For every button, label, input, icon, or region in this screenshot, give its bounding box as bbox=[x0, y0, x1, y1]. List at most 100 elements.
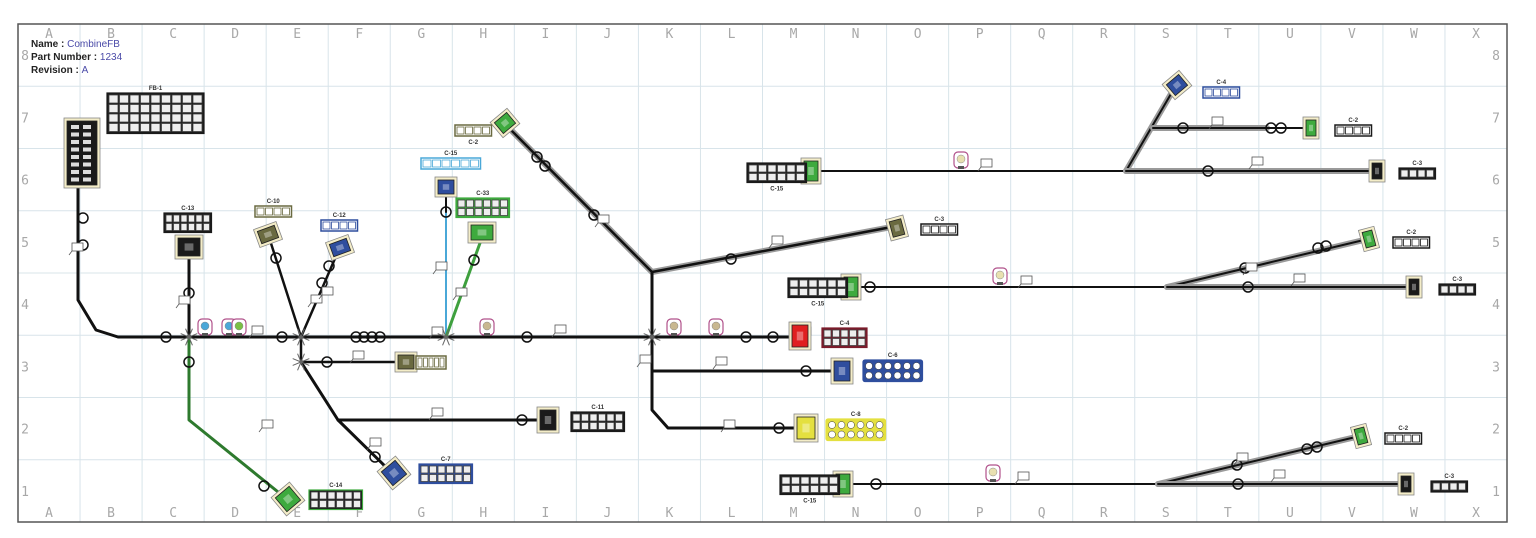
mating-connector-c15blue-mate[interactable] bbox=[434, 176, 458, 198]
clip-icon[interactable] bbox=[1320, 240, 1332, 252]
mating-connector-c6-mate[interactable] bbox=[830, 357, 854, 385]
mating-connector-c8-mate[interactable] bbox=[793, 413, 819, 443]
note-flag-icon[interactable] bbox=[712, 356, 728, 370]
wire-w-c33green[interactable] bbox=[444, 230, 486, 339]
connector-c-33[interactable]: C-33 bbox=[455, 191, 511, 219]
sensor-marker-icon[interactable] bbox=[197, 318, 213, 336]
note-flag-icon[interactable] bbox=[428, 407, 444, 421]
clip-icon[interactable] bbox=[358, 331, 370, 343]
wire-w-c2[interactable] bbox=[503, 122, 899, 274]
clip-icon[interactable] bbox=[1242, 281, 1254, 293]
sensor-marker-icon[interactable] bbox=[708, 318, 724, 336]
note-flag-icon[interactable] bbox=[1270, 469, 1286, 483]
clip-icon[interactable] bbox=[1312, 242, 1324, 254]
wire-w-fb1-trunk[interactable] bbox=[76, 183, 797, 339]
sensor-marker-icon[interactable] bbox=[479, 318, 495, 336]
mating-connector-c11-mate[interactable] bbox=[536, 406, 560, 434]
mating-connector-c14-mate[interactable] bbox=[270, 481, 306, 517]
connector-c-11[interactable]: C-11 bbox=[570, 405, 626, 433]
note-flag-icon[interactable] bbox=[349, 350, 365, 364]
connector-c-3-r1[interactable]: C-3 bbox=[1430, 474, 1469, 493]
connector-c-2-r2[interactable]: C-2 bbox=[1384, 426, 1423, 445]
clip-icon[interactable] bbox=[870, 478, 882, 490]
note-flag-icon[interactable] bbox=[248, 325, 264, 339]
connector-c-3-mid[interactable]: C-3 bbox=[920, 217, 959, 236]
note-flag-icon[interactable] bbox=[636, 354, 652, 368]
connector-c-4-top[interactable]: C-4 bbox=[1202, 80, 1241, 99]
mating-connector-c13-mate[interactable] bbox=[174, 234, 204, 260]
connector-c-2-r5[interactable]: C-2 bbox=[1392, 230, 1431, 249]
connector-c-unlabeled[interactable] bbox=[415, 355, 447, 370]
connector-c-14[interactable]: C-14 bbox=[308, 483, 364, 511]
clip-icon[interactable] bbox=[258, 480, 270, 492]
wire-w-e-down[interactable] bbox=[299, 360, 395, 476]
mating-connector-c2-mate[interactable] bbox=[489, 107, 521, 139]
sensor-marker-icon[interactable] bbox=[985, 464, 1001, 482]
clip-icon[interactable] bbox=[276, 331, 288, 343]
clip-icon[interactable] bbox=[516, 414, 528, 426]
clip-icon[interactable] bbox=[77, 212, 89, 224]
note-flag-icon[interactable] bbox=[366, 437, 382, 451]
clip-icon[interactable] bbox=[323, 260, 335, 272]
connector-c-7[interactable]: C-7 bbox=[418, 457, 474, 485]
clip-icon[interactable] bbox=[800, 365, 812, 377]
connector-c-13[interactable]: C-13 bbox=[163, 206, 213, 234]
clip-icon[interactable] bbox=[725, 253, 737, 265]
wire-w-c12-branch[interactable] bbox=[299, 245, 342, 339]
note-flag-icon[interactable] bbox=[1017, 275, 1033, 289]
wire-w-c10-branch[interactable] bbox=[266, 232, 303, 339]
splice-junction-icon[interactable] bbox=[180, 328, 198, 346]
connector-c-12[interactable]: C-12 bbox=[320, 213, 359, 232]
mating-connector-c3a-mate[interactable] bbox=[884, 214, 910, 242]
sensor-marker-icon[interactable] bbox=[992, 267, 1008, 285]
sensor-marker-icon[interactable] bbox=[666, 318, 682, 336]
wire-w-k-vertical[interactable] bbox=[650, 270, 802, 430]
clip-icon[interactable] bbox=[468, 254, 480, 266]
connector-c-2-upper[interactable]: C-2 bbox=[454, 124, 493, 146]
wire-w-c14-branch[interactable] bbox=[187, 335, 290, 502]
clip-icon[interactable] bbox=[521, 331, 533, 343]
mating-connector-c4-mate[interactable] bbox=[788, 321, 812, 351]
note-flag-icon[interactable] bbox=[1014, 471, 1030, 485]
connector-c-4[interactable]: C-4 bbox=[821, 321, 868, 349]
clip-icon[interactable] bbox=[740, 331, 752, 343]
note-flag-icon[interactable] bbox=[1248, 156, 1264, 170]
mating-connector-bot-c3-mate[interactable] bbox=[1397, 472, 1415, 496]
wire-w-mid-c2[interactable] bbox=[1166, 238, 1369, 288]
clip-icon[interactable] bbox=[864, 281, 876, 293]
mating-connector-top-c2-mate[interactable] bbox=[1302, 116, 1320, 140]
note-flag-icon[interactable] bbox=[68, 242, 84, 256]
wire-w-bot-c2[interactable] bbox=[1157, 435, 1361, 485]
clip-icon[interactable] bbox=[270, 252, 282, 264]
connector-c-6[interactable]: C-6 bbox=[862, 353, 924, 383]
mating-connector-mid-c2-mate[interactable] bbox=[1357, 225, 1381, 253]
connector-c-2-top[interactable]: C-2 bbox=[1334, 118, 1373, 137]
note-flag-icon[interactable] bbox=[1242, 262, 1258, 276]
connector-c-15-blue[interactable]: C-15 bbox=[420, 151, 482, 170]
note-flag-icon[interactable] bbox=[720, 419, 736, 433]
splice-junction-icon[interactable] bbox=[292, 353, 310, 371]
clip-icon[interactable] bbox=[350, 331, 362, 343]
mating-connector-mid-c3-mate[interactable] bbox=[1405, 275, 1423, 299]
clip-icon[interactable] bbox=[539, 160, 551, 172]
mating-connector-c12-mate[interactable] bbox=[324, 233, 356, 262]
note-flag-icon[interactable] bbox=[452, 287, 468, 301]
mating-connector-top-c4-mate[interactable] bbox=[1161, 69, 1193, 101]
connector-c-15-top[interactable]: C-15 bbox=[746, 162, 808, 193]
clip-icon[interactable] bbox=[321, 356, 333, 368]
note-flag-icon[interactable] bbox=[977, 158, 993, 172]
clip-icon[interactable] bbox=[366, 331, 378, 343]
connector-c-15-mid[interactable]: C-15 bbox=[787, 277, 849, 308]
clip-icon[interactable] bbox=[767, 331, 779, 343]
mating-connector-c2conn-mate[interactable] bbox=[394, 351, 418, 373]
sensor-marker-icon[interactable] bbox=[231, 318, 247, 336]
splice-junction-icon[interactable] bbox=[292, 328, 310, 346]
mating-connector-fb1-mate[interactable] bbox=[63, 117, 101, 189]
note-flag-icon[interactable] bbox=[175, 295, 191, 309]
connector-fb-1[interactable]: FB-1 bbox=[106, 86, 205, 135]
clip-icon[interactable] bbox=[160, 331, 172, 343]
connector-c-3-r4[interactable]: C-3 bbox=[1438, 277, 1477, 296]
clip-icon[interactable] bbox=[1202, 165, 1214, 177]
note-flag-icon[interactable] bbox=[594, 214, 610, 228]
clip-icon[interactable] bbox=[1311, 441, 1323, 453]
